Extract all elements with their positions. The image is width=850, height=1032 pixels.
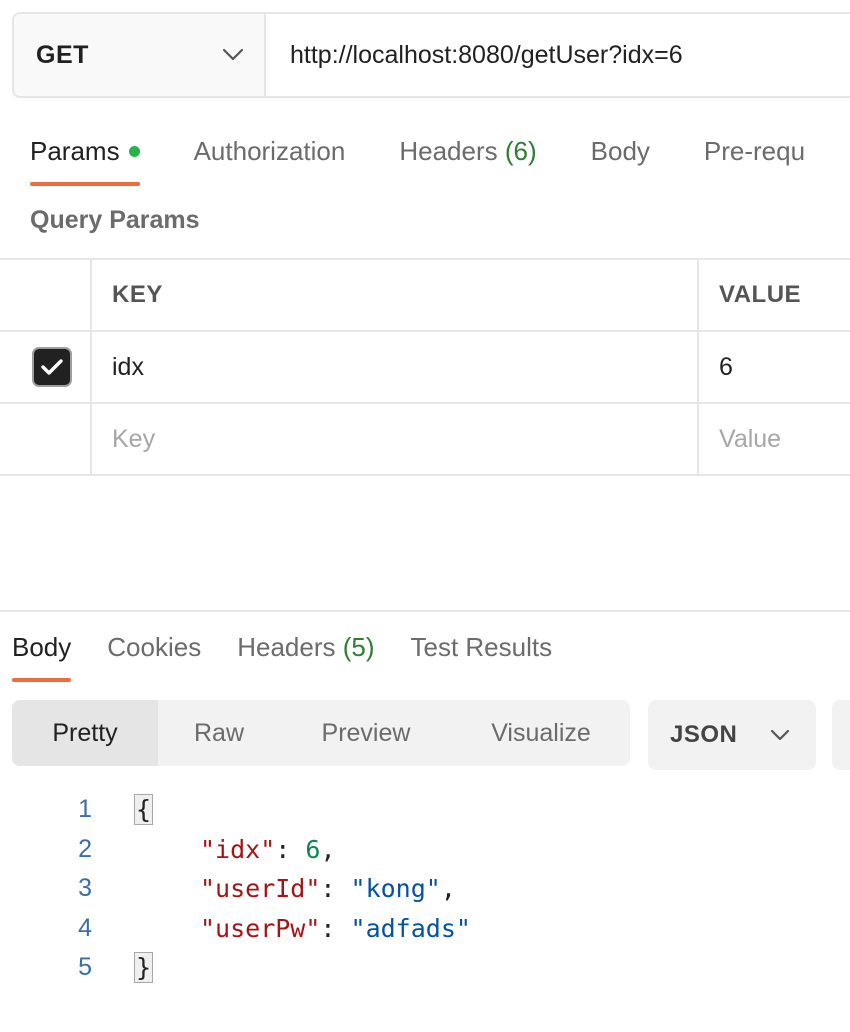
line-number: 5 <box>78 953 92 982</box>
tab-pre-request[interactable]: Pre-requ <box>704 128 805 186</box>
url-input[interactable] <box>266 14 850 96</box>
json-comma: , <box>320 834 336 864</box>
json-key: "userId" <box>200 874 321 904</box>
method-select[interactable]: GET <box>14 14 266 96</box>
code-line: 2"idx": 6, <box>0 830 850 870</box>
params-active-dot <box>128 145 140 157</box>
value-column-header: VALUE <box>719 281 802 308</box>
view-visualize-button[interactable]: Visualize <box>491 718 591 747</box>
tab-body[interactable]: Body <box>591 128 650 186</box>
method-label: GET <box>36 40 89 69</box>
response-tabs: Body Cookies Headers (5) Test Results <box>12 624 588 684</box>
code-line: 3"userId": "kong", <box>0 869 850 909</box>
tab-cookies[interactable]: Cookies <box>107 624 201 682</box>
format-label: JSON <box>670 721 738 748</box>
json-value: "adfads" <box>350 913 471 943</box>
chevron-down-icon <box>770 729 790 741</box>
tab-label: Headers <box>237 632 336 662</box>
checkbox-cell <box>0 332 92 402</box>
request-tabs: Params Authorization Headers (6) Body Pr… <box>30 128 850 188</box>
tab-headers[interactable]: Headers (6) <box>399 128 536 186</box>
tab-test-results[interactable]: Test Results <box>411 624 553 682</box>
tab-params[interactable]: Params <box>30 128 140 186</box>
format-select[interactable]: JSON <box>648 700 816 770</box>
code-line: 1{ <box>0 790 850 830</box>
tab-response-body[interactable]: Body <box>12 624 72 682</box>
view-preview-button[interactable]: Preview <box>321 718 411 747</box>
param-value-cell[interactable]: 6 <box>719 352 733 381</box>
checkbox-column-header <box>0 260 92 330</box>
view-raw-button[interactable]: Raw <box>193 718 244 747</box>
table-row: idx 6 <box>0 332 850 404</box>
request-bar: GET <box>12 12 850 98</box>
query-params-title: Query Params <box>30 206 200 234</box>
checkmark-icon <box>41 359 63 375</box>
wrap-lines-button[interactable] <box>832 700 850 770</box>
param-key-cell[interactable]: idx <box>92 332 699 402</box>
json-key: "userPw" <box>200 913 321 943</box>
open-brace: { <box>134 794 154 826</box>
response-body-code: 1{ 2"idx": 6, 3"userId": "kong", 4"userP… <box>0 790 850 988</box>
line-number: 4 <box>78 913 92 942</box>
tab-label: Cookies <box>107 632 202 662</box>
tab-label: Authorization <box>193 136 346 166</box>
view-mode-group: Pretty Raw Preview Visualize <box>12 700 630 766</box>
new-value-input[interactable]: Value <box>719 424 782 453</box>
param-enabled-checkbox[interactable] <box>32 347 72 387</box>
json-value: "kong" <box>350 874 441 904</box>
tab-label: Body <box>590 136 650 166</box>
tab-label: Pre-requ <box>703 136 806 166</box>
headers-count: (6) <box>504 136 537 166</box>
checkbox-cell <box>0 404 92 474</box>
line-number: 3 <box>78 874 92 903</box>
tab-response-headers[interactable]: Headers (5) <box>237 624 374 682</box>
response-headers-count: (5) <box>342 632 375 662</box>
line-number: 1 <box>78 795 92 824</box>
tab-label: Params <box>30 136 120 166</box>
chevron-down-icon <box>222 48 244 61</box>
close-brace: } <box>134 952 154 984</box>
pane-divider[interactable] <box>0 610 850 612</box>
json-comma: , <box>440 874 456 904</box>
query-params-table: KEY VALUE idx 6 Key Value <box>0 258 850 476</box>
view-pretty-button[interactable]: Pretty <box>12 700 158 766</box>
code-line: 5} <box>0 948 850 988</box>
code-line: 4"userPw": "adfads" <box>0 909 850 949</box>
tab-label: Test Results <box>410 632 553 662</box>
json-value: 6 <box>305 834 321 864</box>
tab-authorization[interactable]: Authorization <box>194 128 346 186</box>
json-key: "idx" <box>200 834 276 864</box>
key-column-header: KEY <box>92 260 699 330</box>
table-header-row: KEY VALUE <box>0 260 850 332</box>
new-key-input[interactable]: Key <box>92 404 699 474</box>
table-row-empty: Key Value <box>0 404 850 476</box>
tab-label: Body <box>12 632 72 662</box>
tab-label: Headers <box>399 136 498 166</box>
line-number: 2 <box>78 834 92 863</box>
